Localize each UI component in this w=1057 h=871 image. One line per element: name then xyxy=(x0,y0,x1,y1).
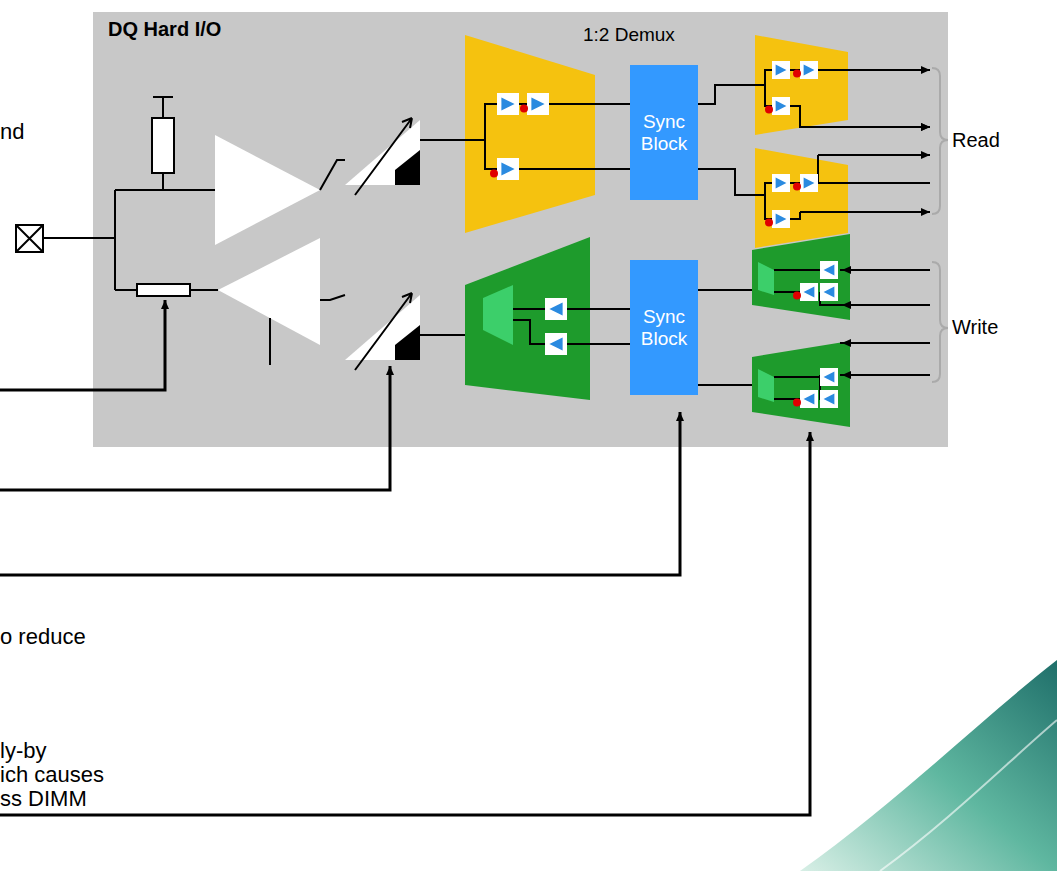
demux-shape xyxy=(755,148,848,248)
note-fragment: ich causes xyxy=(0,762,104,788)
flip-flop xyxy=(772,97,790,115)
clock-mark xyxy=(824,287,835,298)
clock-mark xyxy=(776,178,787,189)
bus-label: Read xyxy=(952,129,1000,152)
inversion-dot xyxy=(490,169,498,177)
mux-inner xyxy=(758,262,774,295)
flip-flop xyxy=(497,158,519,180)
flip-flop xyxy=(800,390,818,408)
bus-label: Write xyxy=(952,316,998,339)
flip-flop xyxy=(772,174,790,192)
wires xyxy=(0,97,810,815)
hard-io-ground xyxy=(93,12,948,447)
inversion-dot xyxy=(793,183,801,191)
block-label: Sync Block xyxy=(630,111,698,155)
mux-inner xyxy=(483,285,513,345)
mux-shape xyxy=(752,341,850,427)
flip-flop xyxy=(772,210,790,228)
clock-mark xyxy=(501,162,514,175)
clock-mark xyxy=(804,65,815,76)
flip-flop xyxy=(800,174,818,192)
hard-io-block: DQ Hard I/OSync BlockSync Block xyxy=(93,12,948,447)
inversion-dot xyxy=(765,219,773,227)
mux-shape xyxy=(465,237,590,400)
inversion-dot xyxy=(793,70,801,78)
inversion-dot xyxy=(793,292,801,300)
clock-mark xyxy=(549,337,562,350)
clock-mark xyxy=(804,178,815,189)
clock-mark xyxy=(776,101,787,112)
flip-flop xyxy=(820,261,838,279)
flip-flop xyxy=(772,61,790,79)
note-fragment: nd xyxy=(0,119,24,145)
clock-mark xyxy=(501,97,514,110)
mux-inner xyxy=(758,369,774,402)
flip-flop xyxy=(820,368,838,386)
clock-mark xyxy=(824,265,835,276)
decor-swoosh xyxy=(800,660,1057,871)
mux-shape xyxy=(752,234,850,320)
flip-flop xyxy=(800,61,818,79)
note-fragment: ss DIMM xyxy=(0,786,87,812)
clock-mark xyxy=(776,214,787,225)
note-fragment: o reduce xyxy=(0,624,86,650)
clock-mark xyxy=(549,302,562,315)
clock-mark xyxy=(804,394,815,405)
demux-shape xyxy=(465,35,595,233)
clock-mark xyxy=(804,287,815,298)
clock-mark xyxy=(531,97,544,110)
flip-flop xyxy=(820,283,838,301)
clock-mark xyxy=(824,372,835,383)
demux-label: 1:2 Demux xyxy=(583,24,675,46)
inversion-dot xyxy=(765,106,773,114)
decor-line xyxy=(880,720,1057,871)
inversion-dot xyxy=(793,399,801,407)
brackets xyxy=(932,68,948,382)
flip-flops xyxy=(490,61,838,408)
sync-block: Sync Block xyxy=(630,65,698,200)
flip-flop xyxy=(545,333,567,355)
inversion-dot xyxy=(520,104,528,112)
flip-flop xyxy=(800,283,818,301)
flip-flop xyxy=(497,93,519,115)
flip-flop xyxy=(545,298,567,320)
block-label: Sync Block xyxy=(630,306,698,350)
demux-shape xyxy=(755,35,848,135)
clock-mark xyxy=(824,394,835,405)
flip-flop xyxy=(820,390,838,408)
flip-flop xyxy=(527,93,549,115)
block-title: DQ Hard I/O xyxy=(108,18,221,41)
note-fragment: ly-by xyxy=(0,738,46,764)
sync-block: Sync Block xyxy=(630,260,698,395)
clock-mark xyxy=(776,65,787,76)
